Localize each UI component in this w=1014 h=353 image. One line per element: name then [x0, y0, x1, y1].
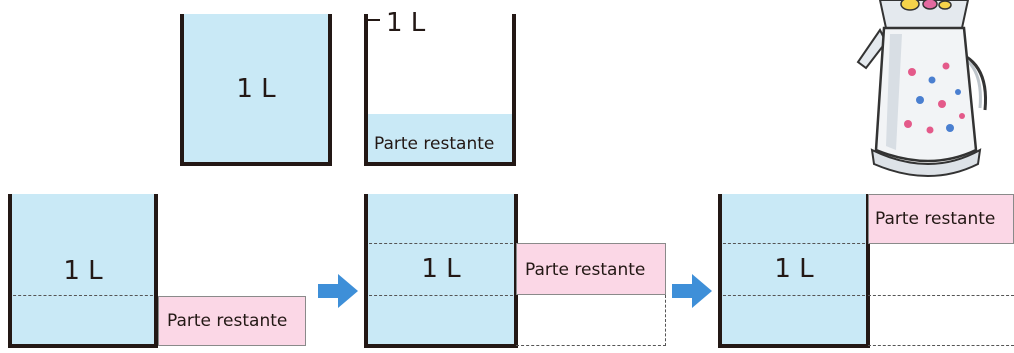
top-full-container: 1 L — [180, 14, 332, 166]
container-wall-right — [512, 14, 516, 166]
step3-empty-slot — [868, 244, 1014, 346]
dashed-line — [364, 295, 518, 296]
container-wall-right — [866, 194, 870, 348]
right-arrow-icon — [672, 274, 712, 308]
dashed-line — [718, 295, 870, 296]
step3-container: 1 L — [718, 194, 870, 348]
container-wall-left — [718, 194, 722, 348]
one-liter-label: 1 L — [236, 74, 276, 104]
water-fill — [364, 194, 518, 348]
remaining-water — [364, 114, 516, 166]
container-wall-left — [364, 14, 368, 166]
remaining-label: Parte restante — [374, 134, 495, 154]
one-liter-mark-label: 1 L — [386, 8, 426, 38]
top-remaining-container: 1 L Parte restante — [364, 8, 516, 166]
step2-container: 1 L — [364, 194, 518, 348]
dashed-line — [718, 243, 870, 244]
water-fill — [8, 194, 158, 348]
container-wall-right — [154, 194, 158, 348]
one-liter-label: 1 L — [421, 254, 461, 284]
one-liter-label: 1 L — [774, 254, 814, 284]
step3-remaining-strip: Parte restante — [868, 194, 1014, 244]
dashed-line — [868, 295, 1014, 296]
container-bottom — [180, 162, 332, 166]
right-arrow-icon — [318, 274, 358, 308]
step2-empty-slot — [516, 295, 666, 346]
container-bottom — [718, 344, 870, 348]
water-fill — [180, 14, 332, 166]
step2-remaining-strip: Parte restante — [516, 243, 666, 295]
container-bottom — [8, 344, 158, 348]
container-wall-left — [180, 14, 184, 166]
thermos-pot-icon — [856, 0, 988, 177]
container-wall-left — [8, 194, 12, 348]
container-bottom — [364, 344, 518, 348]
one-liter-label: 1 L — [63, 256, 103, 286]
one-liter-mark-tick — [368, 19, 380, 21]
step1-remaining-strip: Parte restante — [158, 296, 306, 346]
container-wall-left — [364, 194, 368, 348]
water-fill — [718, 194, 870, 348]
step1-container: 1 L — [8, 194, 158, 348]
dashed-line — [364, 243, 518, 244]
container-wall-right — [328, 14, 332, 166]
one-liter-dashed-line — [8, 295, 158, 296]
container-bottom — [364, 162, 516, 166]
